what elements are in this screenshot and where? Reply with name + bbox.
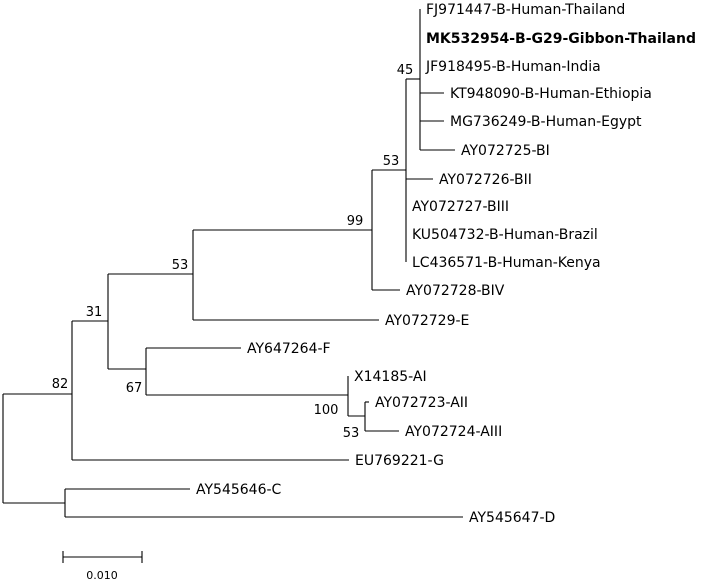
leaf-labels: FJ971447-B-Human-ThailandMK532954-B-G29-… xyxy=(196,2,696,526)
leaf-label: AY072723-AII xyxy=(375,395,468,411)
leaf-label: JF918495-B-Human-India xyxy=(425,59,601,75)
support-values: 45 53 99 53 31 82 67 100 53 xyxy=(52,63,414,441)
leaf-label: KT948090-B-Human-Ethiopia xyxy=(450,86,652,102)
leaf-label: AY647264-F xyxy=(247,341,331,357)
leaf-label: AY072727-BIII xyxy=(412,199,509,215)
support-value: 100 xyxy=(314,403,339,418)
scale-bar: 0.010 xyxy=(62,551,143,581)
support-value: 45 xyxy=(397,63,414,78)
support-value: 31 xyxy=(86,305,103,320)
leaf-label: MK532954-B-G29-Gibbon-Thailand xyxy=(426,31,696,47)
support-value: 53 xyxy=(343,426,360,441)
leaf-label: MG736249-B-Human-Egypt xyxy=(450,114,642,130)
support-value: 53 xyxy=(172,258,189,273)
support-value: 53 xyxy=(383,154,400,169)
support-value: 82 xyxy=(52,377,69,392)
leaf-label: AY072728-BIV xyxy=(406,283,505,299)
leaf-label: EU769221-G xyxy=(355,453,444,469)
leaf-label: AY072729-E xyxy=(385,313,469,329)
tree-branches xyxy=(2,9,463,518)
scale-bar-label: 0.010 xyxy=(86,569,118,581)
support-value: 67 xyxy=(126,381,143,396)
leaf-label: X14185-AI xyxy=(354,369,427,385)
leaf-label: AY545647-D xyxy=(469,510,555,526)
leaf-label: AY072724-AIII xyxy=(405,424,502,440)
support-value: 99 xyxy=(347,214,364,229)
leaf-label: KU504732-B-Human-Brazil xyxy=(412,227,598,243)
leaf-label: FJ971447-B-Human-Thailand xyxy=(426,2,625,18)
leaf-label: AY072726-BII xyxy=(439,172,532,188)
leaf-label: AY072725-BI xyxy=(461,143,550,159)
leaf-label: AY545646-C xyxy=(196,482,282,498)
leaf-label: LC436571-B-Human-Kenya xyxy=(412,255,601,271)
